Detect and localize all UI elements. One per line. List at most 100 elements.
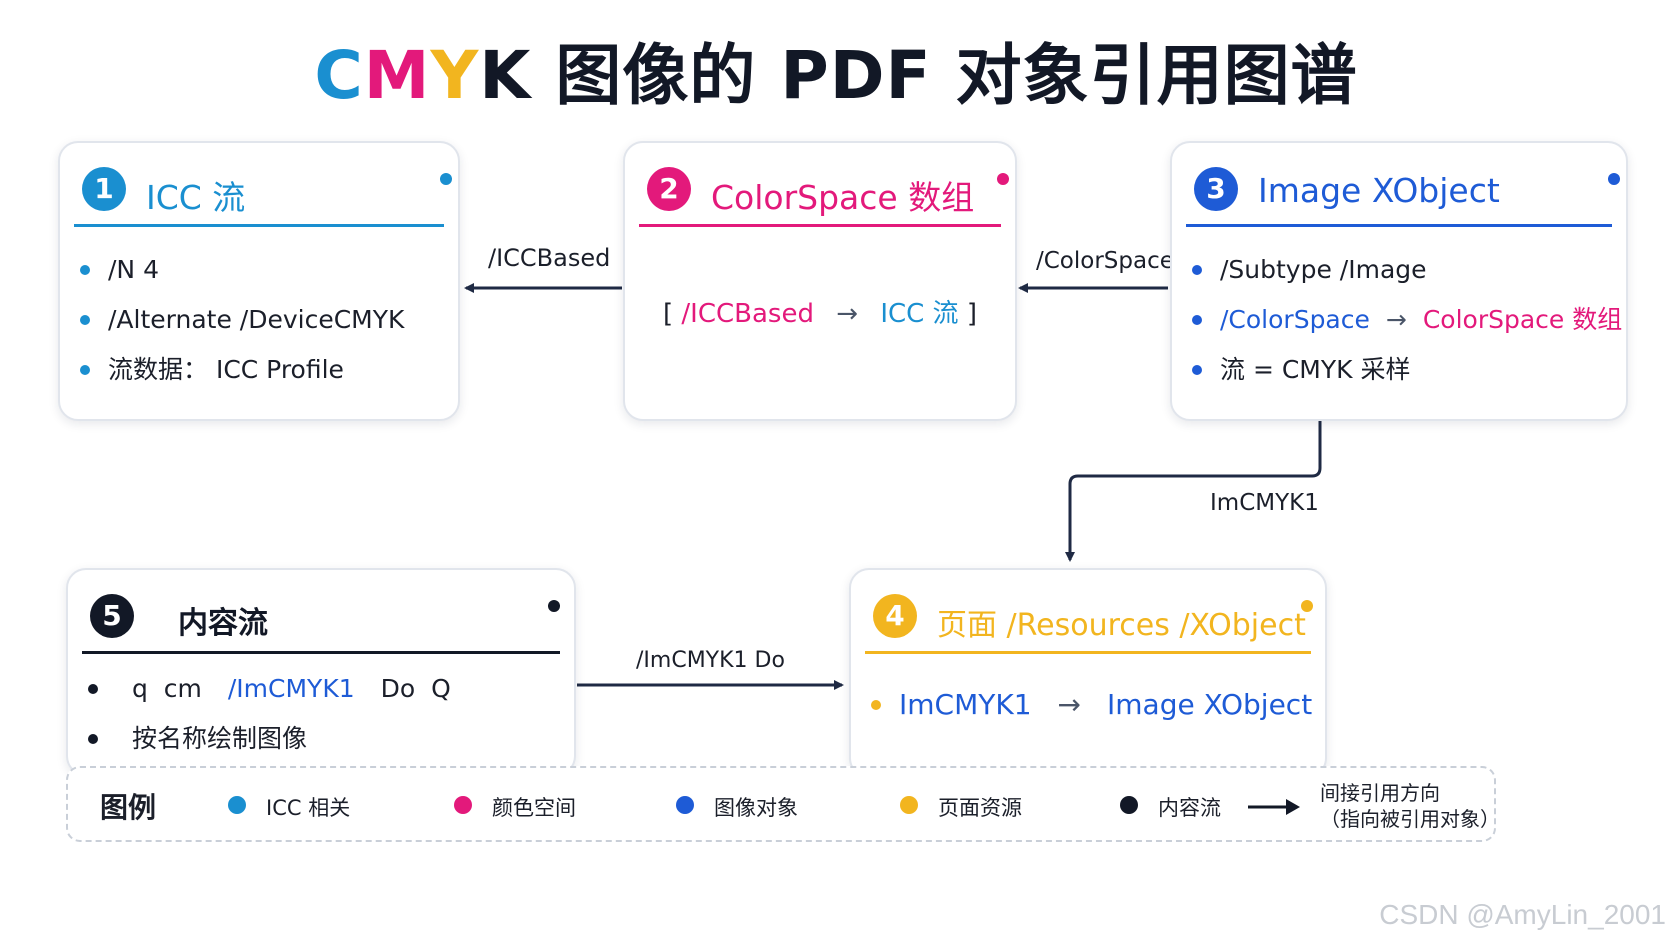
title-letter-y: Y (430, 37, 480, 114)
legend-arrow-line1: 间接引用方向 (1320, 781, 1440, 805)
legend: 图例 ICC 相关 颜色空间 图像对象 页面资源 内容流 间接引用方向 （指向被… (66, 766, 1500, 842)
item-ops-post: Do Q (380, 674, 451, 703)
arrow-label-colorspace: /ColorSpace (1036, 248, 1174, 274)
legend-arrow-line2: （指向被引用对象） (1320, 807, 1500, 831)
item-text: 流数据： ICC Profile (108, 355, 344, 384)
item-text: /Alternate /DeviceCMYK (108, 305, 405, 334)
item-name: ImCMYK1 (899, 688, 1032, 721)
array-content: [ /ICCBased → ICC 流 ] (625, 293, 1015, 330)
item-colorspace-value: ColorSpace 数组 (1422, 305, 1623, 334)
legend-label: 图像对象 (714, 796, 798, 820)
step-number-badge: 5 (90, 594, 134, 638)
card-colorspace-array: 2 ColorSpace 数组 [ /ICCBased → ICC 流 ] (623, 141, 1017, 421)
card-header: 1 ICC 流 (74, 161, 452, 227)
bracket-open: [ (663, 299, 674, 329)
legend-dot-icon (676, 796, 694, 814)
list-item: 流 = CMYK 采样 (1192, 345, 1612, 395)
bullet-icon (80, 315, 90, 325)
item-list: q cm/ImCMYK1 Do Q 按名称绘制图像 (88, 664, 560, 764)
status-dot (548, 600, 560, 612)
card-content-stream: 5 内容流 q cm/ImCMYK1 Do Q 按名称绘制图像 (66, 568, 576, 776)
card-title: ICC 流 (146, 178, 246, 217)
step-number-badge: 4 (873, 594, 917, 638)
legend-title: 图例 (100, 791, 157, 824)
item-list: ImCMYK1 → Image XObject (871, 680, 1313, 730)
arrow-label-imcmyk1: ImCMYK1 (1210, 490, 1319, 516)
title-letter-k: K (479, 37, 532, 114)
header-divider (865, 651, 1311, 654)
legend-arrow-icon (1248, 799, 1300, 815)
item-text: /N 4 (108, 255, 159, 284)
arrow-page-to-image (1065, 420, 1322, 562)
card-header: 3 Image XObject (1186, 161, 1620, 227)
card-header: 2 ColorSpace 数组 (639, 161, 1009, 227)
header-divider (74, 224, 444, 227)
status-dot (997, 173, 1009, 185)
legend-dot-icon (900, 796, 918, 814)
arrow-label-iccbased: /ICCBased (488, 244, 611, 272)
status-dot (1608, 173, 1620, 185)
legend-arrow-text: 间接引用方向 （指向被引用对象） (1320, 780, 1500, 832)
title-letter-m: M (363, 37, 431, 114)
bracket-close: ] (966, 299, 977, 329)
item-ops-name: /ImCMYK1 (227, 674, 355, 703)
arrow-icon: → (1385, 305, 1407, 334)
item-list: /Subtype /Image /ColorSpace → ColorSpace 数… (1192, 245, 1622, 395)
step-number-badge: 3 (1194, 167, 1238, 211)
header-divider (1186, 224, 1612, 227)
list-item: 按名称绘制图像 (88, 714, 560, 764)
array-icc-stream: ICC 流 (880, 299, 959, 329)
card-title: 内容流 (178, 606, 268, 641)
list-item: ImCMYK1 → Image XObject (871, 680, 1313, 730)
list-item: /ColorSpace → ColorSpace 数组 (1192, 295, 1622, 345)
step-number-badge: 1 (82, 167, 126, 211)
bullet-icon (88, 734, 98, 744)
header-divider (639, 224, 1001, 227)
status-dot (440, 173, 452, 185)
legend-label: 页面资源 (938, 796, 1022, 820)
title-letter-c: C (314, 37, 364, 114)
bullet-icon (1192, 315, 1202, 325)
watermark: CSDN @AmyLin_2001 (1379, 899, 1666, 930)
card-image-xobject: 3 Image XObject /Subtype /Image /ColorSp… (1170, 141, 1628, 421)
item-ops-pre: q cm (132, 674, 202, 703)
header-divider (82, 651, 560, 654)
bullet-icon (80, 265, 90, 275)
card-page-resources: 4 页面 /Resources /XObject ImCMYK1 → Image X… (849, 568, 1327, 778)
arrow-icon: → (836, 299, 859, 329)
card-title: ColorSpace 数组 (711, 178, 975, 217)
legend-item-icc: ICC 相关 (228, 792, 350, 822)
list-item: 流数据： ICC Profile (80, 345, 444, 395)
title-rest: 图像的 PDF 对象引用图谱 (531, 37, 1358, 114)
card-header: 4 页面 /Resources /XObject (865, 588, 1313, 654)
legend-item-content: 内容流 (1120, 792, 1221, 822)
list-item: q cm/ImCMYK1 Do Q (88, 664, 560, 714)
legend-item-image: 图像对象 (676, 792, 798, 822)
page-title: CMYK 图像的 PDF 对象引用图谱 (0, 22, 1672, 118)
step-number-badge: 2 (647, 167, 691, 211)
item-colorspace-key: /ColorSpace (1220, 305, 1370, 334)
legend-label: ICC 相关 (266, 796, 351, 820)
legend-label: 内容流 (1158, 796, 1221, 820)
item-text: 流 = CMYK 采样 (1220, 355, 1411, 384)
legend-item-page: 页面资源 (900, 792, 1022, 822)
card-icc-stream: 1 ICC 流 /N 4 /Alternate /DeviceCMYK 流数据：… (58, 141, 460, 421)
item-target: Image XObject (1107, 688, 1313, 721)
card-title: Image XObject (1258, 171, 1500, 210)
legend-dot-icon (228, 796, 246, 814)
card-title: 页面 /Resources /XObject (937, 608, 1306, 643)
list-item: /Subtype /Image (1192, 245, 1612, 295)
legend-label: 颜色空间 (492, 796, 576, 820)
legend-item-colorspace: 颜色空间 (454, 792, 576, 822)
arrow-label-do: /ImCMYK1 Do (636, 648, 785, 673)
item-text: 按名称绘制图像 (132, 724, 308, 753)
list-item: /Alternate /DeviceCMYK (80, 295, 444, 345)
card-header: 5 内容流 (82, 588, 560, 654)
arrow-icon: → (1057, 688, 1081, 721)
item-text: /Subtype /Image (1220, 255, 1427, 284)
list-item: /N 4 (80, 245, 444, 295)
legend-dot-icon (454, 796, 472, 814)
item-list: /N 4 /Alternate /DeviceCMYK 流数据： ICC Pro… (80, 245, 444, 395)
bullet-icon (1192, 265, 1202, 275)
